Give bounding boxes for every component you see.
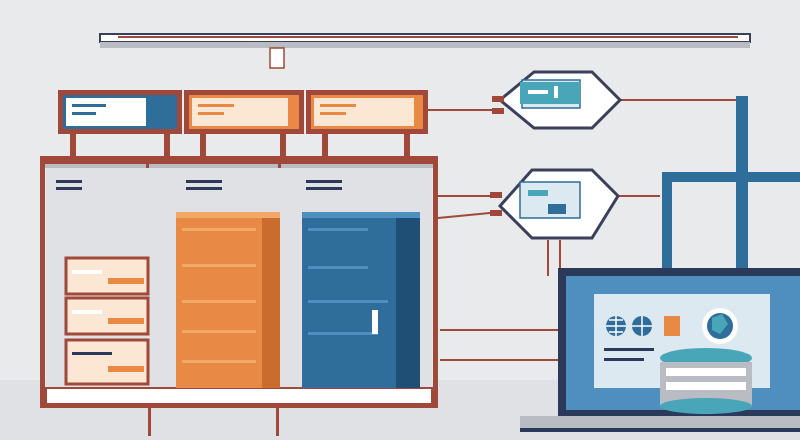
globe-icon xyxy=(702,308,738,344)
top-panel-orange-1 xyxy=(184,90,304,156)
cabinet-blue xyxy=(302,212,420,388)
database-icon xyxy=(660,348,752,414)
router-icon xyxy=(490,168,620,240)
pipe-frame xyxy=(662,96,800,272)
server-rack-icon xyxy=(64,256,150,386)
top-panel-blue xyxy=(58,90,182,156)
top-panel-orange-2 xyxy=(306,90,428,156)
ceiling-bar xyxy=(99,33,751,69)
cabinet-orange xyxy=(176,212,280,388)
network-switch-icon xyxy=(492,70,623,130)
laptop-icon xyxy=(520,268,800,432)
network-cables xyxy=(428,99,740,361)
